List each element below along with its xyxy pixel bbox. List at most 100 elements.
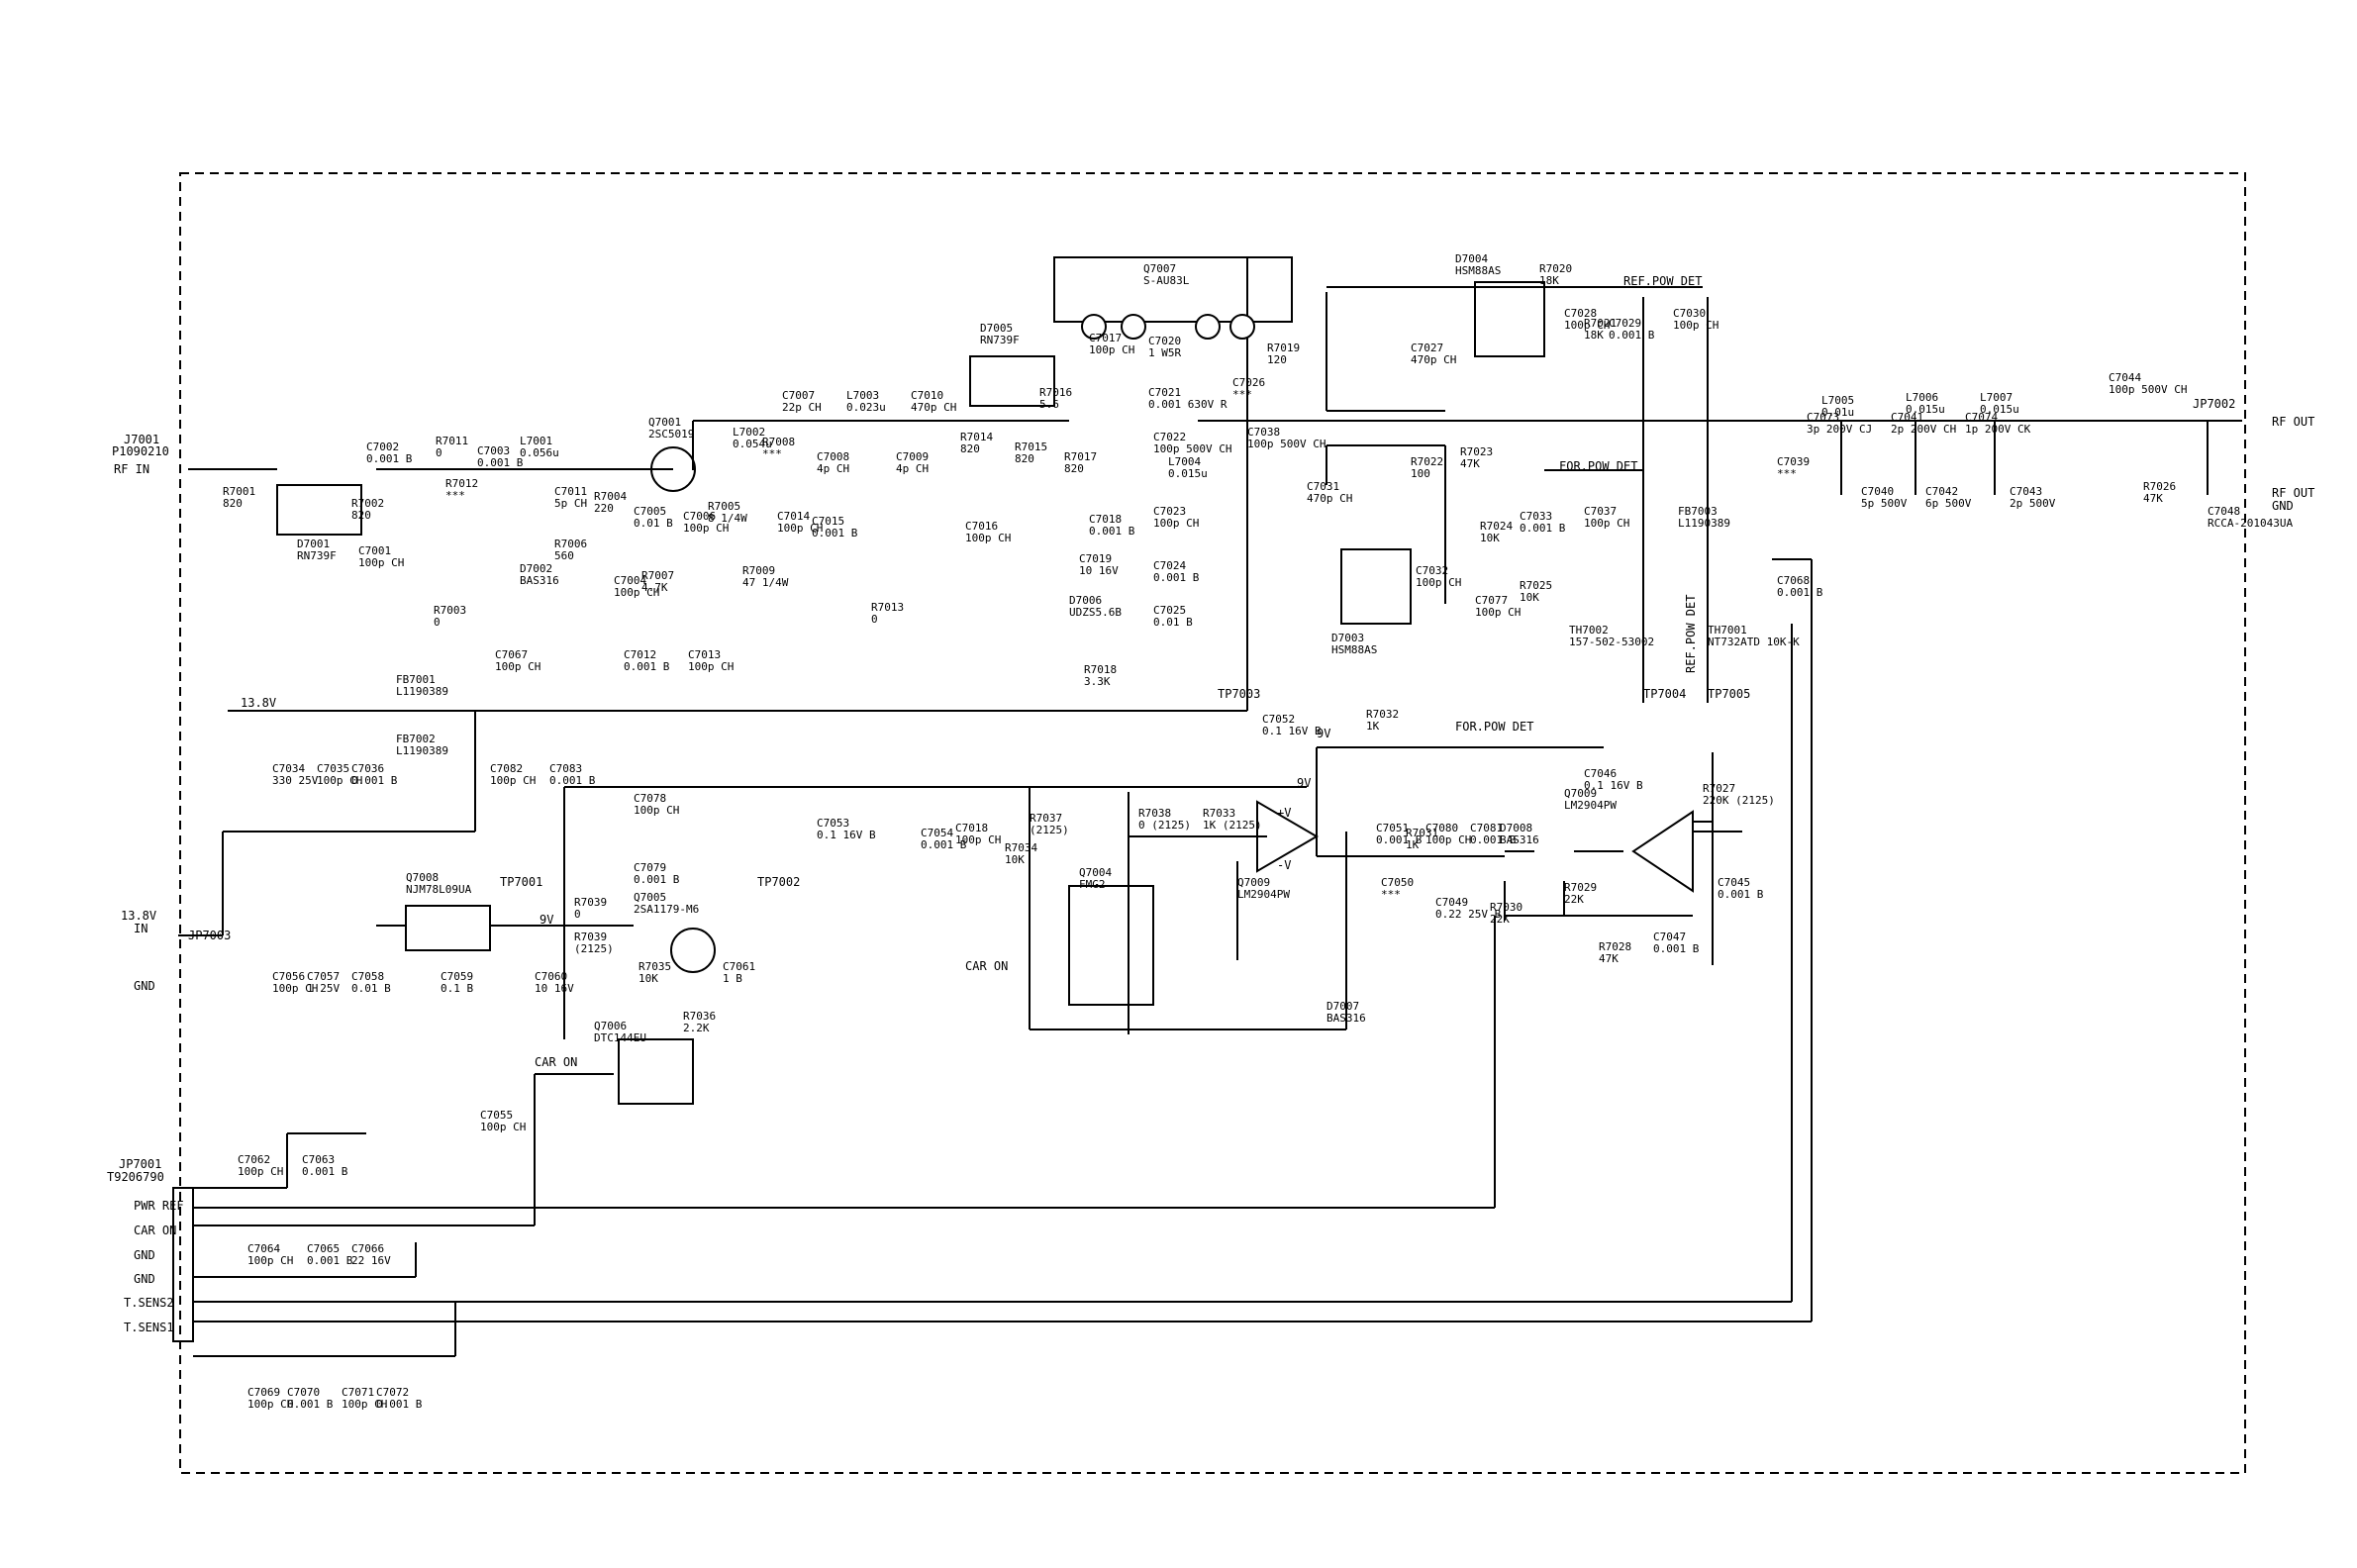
component-ref: R7019 [1267,342,1300,354]
component-value: UDZS5.6B [1069,606,1122,619]
component-value: 8 1/4W [708,512,747,525]
component-value: 47K [1599,952,1619,965]
component-value: 100p CH [1475,606,1521,619]
component-ref: R7003 [434,604,466,617]
component-ref: C7011 [554,485,587,498]
label-ref-pow-det-top: REF.POW DET [1623,274,1702,288]
component-value: *** [1381,888,1401,901]
component-ref: L7002 [733,426,765,439]
component-value: 100p CH [342,1398,387,1411]
component-ref: R7037 [1030,812,1062,825]
component-ref: L7006 [1906,391,1938,404]
component-ref: C7043 [2010,485,2042,498]
component-value: 100p CH [1416,576,1461,589]
q7004-symbol [1068,885,1154,1006]
component-ref: C7058 [351,970,384,983]
component-value: 0.001 B [1653,942,1700,955]
jp7001-pin-5: T.SENS2 [124,1296,174,1310]
component-ref: C7028 [1564,307,1597,320]
component-ref: C7010 [911,389,943,402]
component-value: 0.001 B [1470,833,1517,846]
component-value: HSM88AS [1331,643,1377,656]
tp7002: TP7002 [757,875,800,889]
component-label-r7037: R7037(2125) [1030,812,1069,836]
component-ref: C7007 [782,389,815,402]
component-value: 100p CH [247,1254,293,1267]
component-value: 100p CH [238,1165,283,1178]
component-ref: R7001 [223,485,255,498]
component-ref: R7012 [445,477,478,490]
jp7001-pin-6: T.SENS1 [124,1321,174,1334]
component-ref: R7021 [1584,317,1617,330]
component-ref: C7019 [1079,552,1112,565]
component-ref: C7060 [535,970,567,983]
component-ref: Q7005 [634,891,666,904]
component-value: 100p CH [495,660,540,673]
q7007-module [1053,256,1293,323]
rf-out-ref: JP7002 [2193,397,2235,411]
component-ref: C7080 [1425,822,1458,834]
component-value: 5.6 [1039,398,1059,411]
d7005-symbol [969,355,1055,407]
component-ref: C7009 [896,450,929,463]
component-value: 0.01 B [634,517,673,530]
component-ref: L7004 [1168,455,1201,468]
component-label-r7012: R7012*** [445,477,478,502]
component-ref: C7078 [634,792,666,805]
component-ref: C7006 [683,510,716,523]
component-ref: C7001 [358,544,391,557]
component-value: 0.01 B [351,982,391,995]
jp7001-part: T9206790 [107,1170,164,1184]
component-ref: C7044 [2109,371,2141,384]
component-value: *** [762,447,782,460]
label-for-pow-det-low: FOR.POW DET [1455,720,1533,734]
component-ref: C7050 [1381,876,1414,889]
component-value: *** [1777,467,1797,480]
component-ref: C7003 [477,444,510,457]
component-ref: R7011 [436,435,468,447]
component-value: 470p CH [1411,353,1456,366]
component-value: 100p CH [358,556,404,569]
component-value: RCCA-201043UA [2208,517,2293,530]
component-ref: C7071 [342,1386,374,1399]
component-value: 0.015u [1980,403,2019,416]
component-ref: L7001 [520,435,552,447]
component-value: RN739F [297,549,337,562]
component-value: 0 [574,908,581,921]
component-ref: Q7001 [648,416,681,429]
component-value: 470p CH [1307,492,1352,505]
component-ref: TH7001 [1708,624,1747,637]
component-value: 470p CH [911,401,956,414]
component-ref: Q7006 [594,1020,627,1032]
